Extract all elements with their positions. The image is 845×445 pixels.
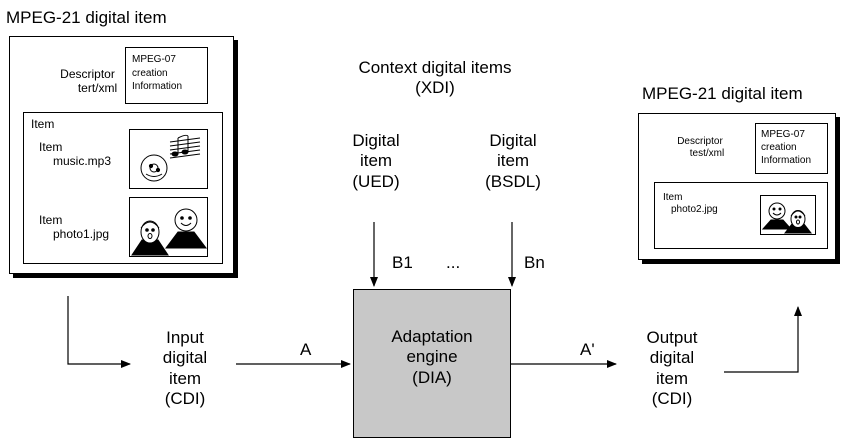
engine-line1: Adaptation <box>391 327 473 346</box>
photo1-thumbnail <box>129 197 208 257</box>
left-photo-label: Item photo1.jpg <box>39 213 109 242</box>
output-line1: Output <box>646 328 698 347</box>
context-title-line1: Context digital items <box>358 58 512 77</box>
bsdl-line2: item <box>496 151 530 171</box>
right-creation-line2: creation <box>761 142 797 153</box>
ued-line3: (UED) <box>352 171 400 191</box>
output-digital-item-label: Output digital item (CDI) <box>632 328 712 410</box>
left-descriptor-line1: Descriptor <box>60 67 115 81</box>
left-creation-box: MPEG-07 creation Information <box>125 47 208 104</box>
right-item-group-box: Item photo2.jpg <box>654 182 828 249</box>
input-line4: (CDI) <box>164 389 206 409</box>
output-to-right-arrow <box>724 306 802 373</box>
ued-item-label: Digital item (UED) <box>336 131 416 192</box>
left-music-line1: Item <box>39 140 63 154</box>
right-creation-line3: Information <box>761 155 812 166</box>
music-thumbnail <box>129 129 208 189</box>
input-line3: item <box>168 368 202 388</box>
right-creation-line1: MPEG-07 <box>761 129 805 140</box>
photo1-faces-icon <box>131 208 207 256</box>
right-descriptor-label: Descriptor test/xml <box>659 136 741 160</box>
right-descriptor-line1: Descriptor <box>677 136 723 147</box>
left-digital-item-box: Descriptor tert/xml MPEG-07 creation Inf… <box>9 36 234 274</box>
bsdl-line1: Digital <box>489 131 537 150</box>
context-title-line2: (XDI) <box>415 78 455 98</box>
right-digital-item-box: Descriptor test/xml MPEG-07 creation Inf… <box>638 113 836 260</box>
left-descriptor-line2: tert/xml <box>77 81 118 96</box>
left-item-title: MPEG-21 digital item <box>6 8 167 27</box>
left-creation-line2: creation <box>132 67 168 79</box>
music-disc-icon <box>140 134 201 182</box>
left-photo-line2: photo1.jpg <box>53 227 110 242</box>
left-creation-line1: MPEG-07 <box>132 54 176 65</box>
left-creation-text: MPEG-07 creation Information <box>132 53 182 94</box>
arrow-a-prime-label: A' <box>580 340 595 359</box>
left-descriptor-label: Descriptor tert/xml <box>40 67 135 96</box>
bn-label: Bn <box>524 253 545 272</box>
left-photo-line1: Item <box>39 213 63 227</box>
right-creation-box: MPEG-07 creation Information <box>755 123 828 174</box>
arrow-a-label: A <box>300 340 312 359</box>
engine-line2: engine <box>406 347 458 367</box>
input-line2: digital <box>162 348 208 368</box>
engine-label: Adaptation engine (DIA) <box>354 327 510 388</box>
left-to-input-arrow <box>67 296 131 368</box>
right-item-title: MPEG-21 digital item <box>642 84 803 103</box>
bsdl-item-label: Digital item (BSDL) <box>468 131 558 192</box>
ellipsis-label: ... <box>446 253 461 272</box>
right-photo-line1: Item <box>663 192 683 203</box>
b1-label: B1 <box>392 253 413 272</box>
ued-line2: item <box>359 151 393 171</box>
left-music-line2: music.mp3 <box>53 154 112 169</box>
right-photo-line2: photo2.jpg <box>671 204 718 215</box>
ued-line1: Digital <box>352 131 400 150</box>
left-creation-line3: Information <box>132 81 183 92</box>
left-item-group-box: Item Item music.mp3 <box>23 112 223 264</box>
adaptation-engine-box: Adaptation engine (DIA) <box>353 289 511 438</box>
output-line3: item <box>655 368 689 388</box>
input-line1: Input <box>166 328 204 347</box>
bsdl-line3: (BSDL) <box>485 171 541 191</box>
left-item-group-label: Item <box>31 117 55 131</box>
right-creation-text: MPEG-07 creation Information <box>761 128 811 167</box>
context-title: Context digital items (XDI) <box>340 58 530 99</box>
output-line4: (CDI) <box>651 389 693 409</box>
photo2-faces-icon <box>761 202 813 234</box>
right-descriptor-line2: test/xml <box>689 148 725 159</box>
photo2-thumbnail <box>760 195 816 235</box>
input-digital-item-label: Input digital item (CDI) <box>145 328 225 410</box>
output-line2: digital <box>649 348 695 368</box>
right-photo-label: Item photo2.jpg <box>663 192 718 216</box>
left-music-label: Item music.mp3 <box>39 140 111 169</box>
engine-line3: (DIA) <box>412 367 452 387</box>
